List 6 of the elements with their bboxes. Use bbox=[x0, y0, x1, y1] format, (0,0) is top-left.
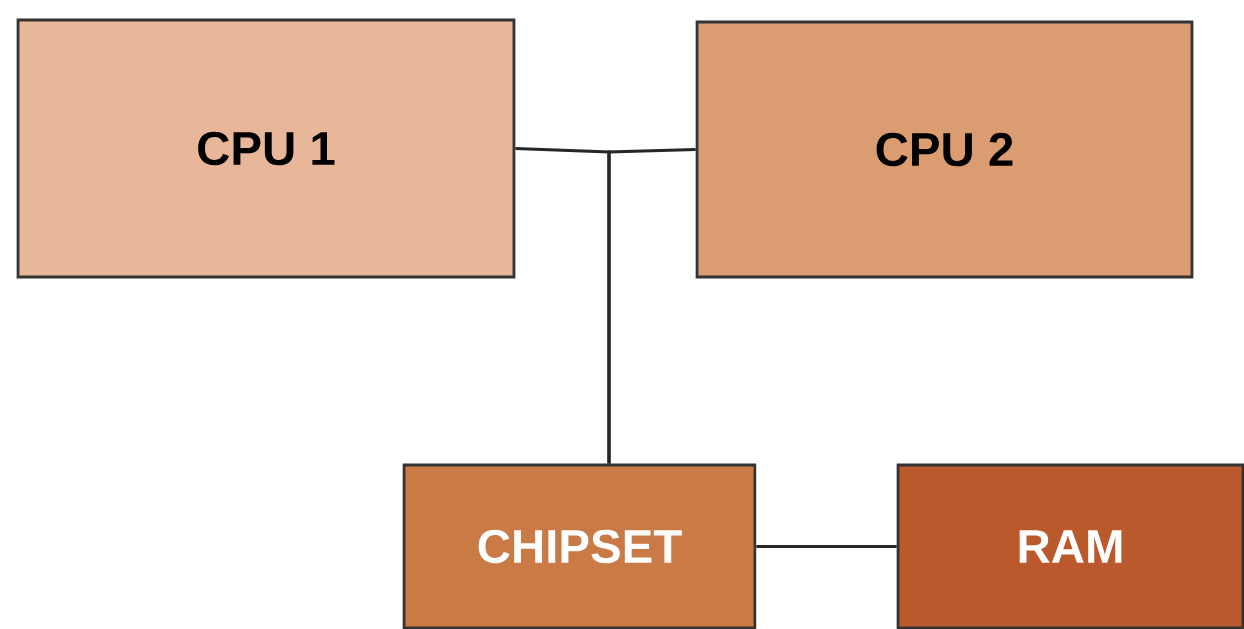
connector-line bbox=[607, 147, 696, 464]
process-box: CHIPSET bbox=[402, 463, 757, 629]
process-box: CPU 1 bbox=[16, 18, 516, 279]
connector-line bbox=[756, 544, 897, 549]
process-box: RAM bbox=[896, 463, 1244, 629]
process-box: CPU 2 bbox=[695, 20, 1194, 279]
